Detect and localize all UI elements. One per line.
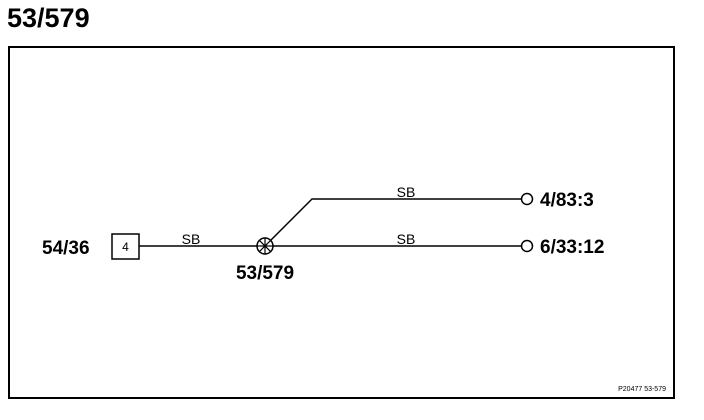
terminal-label: 6/33:12	[540, 237, 604, 258]
connector-pin: 4	[122, 240, 129, 254]
connector-label: 54/36	[42, 238, 90, 259]
diagram-frame	[8, 46, 675, 399]
page-title: 53/579	[7, 3, 90, 33]
wire-color-label: SB	[397, 231, 416, 247]
splice-symbol	[256, 237, 274, 255]
connector-box	[111, 233, 140, 260]
wire-segment	[264, 198, 521, 247]
wire-color-label: SB	[397, 184, 416, 200]
figure-reference: P20477 53-579	[618, 386, 666, 393]
wire-color-label: SB	[182, 231, 201, 247]
terminal-circle	[520, 192, 534, 206]
terminal-circle	[520, 239, 534, 253]
splice-label: 53/579	[236, 263, 294, 284]
terminal-label: 4/83:3	[540, 190, 594, 211]
